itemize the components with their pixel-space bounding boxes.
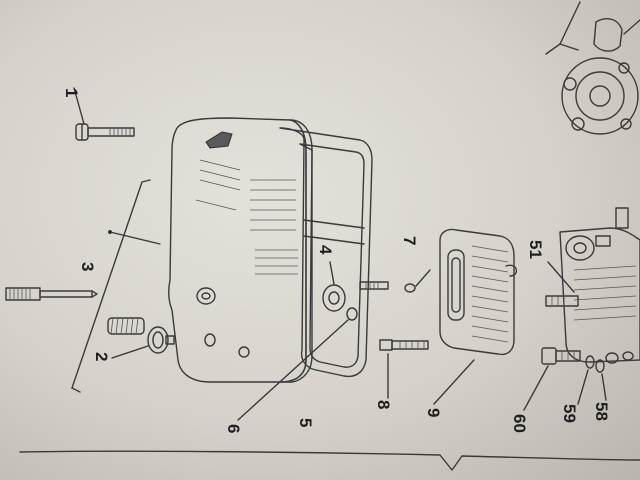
part-3-bracket — [71, 179, 161, 393]
part-7-clip — [404, 269, 431, 293]
callout-4: 4 — [316, 245, 335, 255]
callout-6: 6 — [224, 424, 243, 433]
callout-5: 5 — [296, 418, 315, 427]
part-4-nut — [322, 261, 346, 312]
callout-60: 60 — [510, 414, 529, 433]
part-58-washer — [595, 359, 607, 401]
callout-9: 9 — [424, 408, 443, 417]
part-2-knob — [111, 326, 175, 359]
callout-59: 59 — [560, 404, 579, 423]
fuel-pump-assembly-top — [545, 1, 640, 135]
cover-housing — [167, 117, 313, 383]
stud-small — [359, 281, 389, 290]
part-60-bolt — [523, 347, 581, 411]
part-59-washer — [577, 355, 595, 405]
part-51-pump-body — [545, 207, 640, 364]
callout-2: 2 — [92, 352, 111, 361]
callout-7: 7 — [400, 236, 419, 245]
part-8-stud — [379, 339, 429, 399]
part-6-nut — [237, 307, 358, 421]
callout-58: 58 — [592, 402, 611, 421]
grouping-bracket-bottom — [19, 450, 640, 471]
part-3-rod — [5, 287, 98, 301]
part-1-bolt — [73, 87, 135, 141]
callout-8: 8 — [374, 400, 393, 409]
part-3-spring — [107, 317, 145, 335]
callout-51: 51 — [526, 240, 545, 259]
callout-1: 1 — [62, 88, 81, 97]
callout-3: 3 — [78, 262, 97, 271]
part-5-gasket — [279, 127, 373, 378]
part-9-filter — [433, 228, 517, 405]
